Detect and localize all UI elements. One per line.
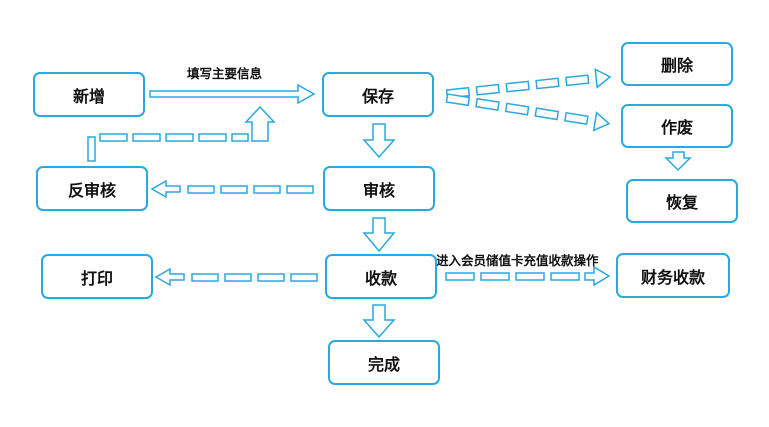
node-print: 打印: [41, 254, 153, 299]
node-void: 作废: [621, 104, 733, 148]
node-unaudit: 反审核: [36, 166, 148, 211]
arrow-save-to-audit: [362, 123, 396, 159]
node-done: 完成: [328, 340, 440, 385]
arrow-unaudit-return: [87, 105, 276, 162]
node-add: 新增: [33, 72, 145, 117]
arrow-audit-to-collect: [362, 217, 396, 253]
node-save: 保存: [322, 72, 434, 117]
node-audit: 审核: [323, 166, 435, 211]
arrow-save-to-delete: [445, 68, 612, 99]
arrow-collect-to-finance: [445, 265, 611, 287]
arrow-add-to-save: [149, 83, 316, 105]
node-restore: 恢复: [626, 179, 738, 223]
label-fill-info: 填写主要信息: [187, 66, 263, 81]
arrow-collect-to-done: [362, 304, 396, 339]
arrow-collect-to-print: [154, 267, 318, 287]
arrow-save-to-void: [445, 93, 611, 132]
label-member-card: 进入会员储值卡充值收款操作: [436, 253, 599, 268]
node-collect: 收款: [325, 254, 437, 299]
node-finance: 财务收款: [616, 253, 730, 298]
arrow-void-to-restore: [664, 151, 692, 172]
node-delete: 删除: [621, 42, 733, 86]
arrow-audit-to-unaudit: [150, 179, 314, 199]
